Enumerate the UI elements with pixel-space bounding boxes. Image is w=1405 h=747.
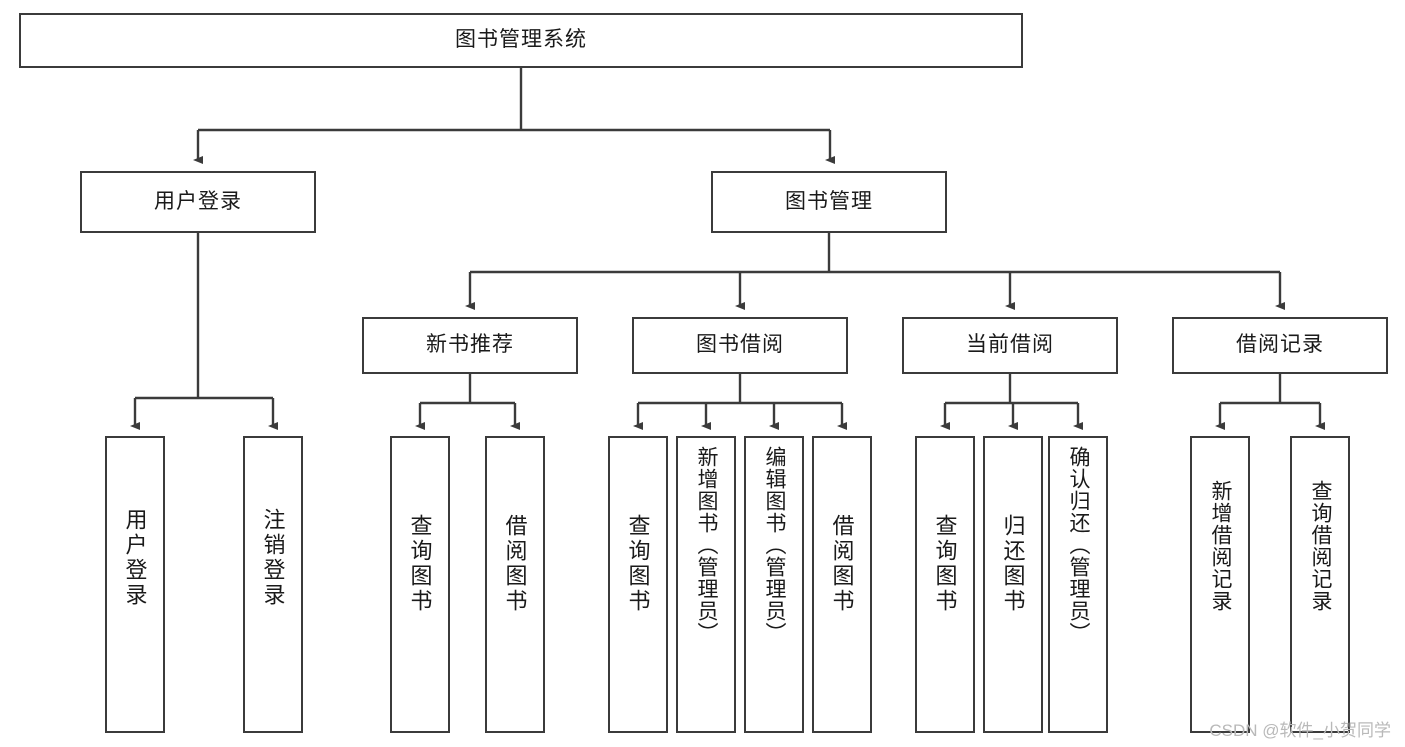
leaf-query-book-1-label: 查询图书: [407, 514, 433, 614]
node-book-borrow-label: 图书借阅: [696, 333, 784, 357]
node-new-book-recommend-label: 新书推荐: [426, 333, 514, 357]
leaf-borrow-book-2-label: 借阅图书: [829, 514, 855, 614]
node-borrow-record-label: 借阅记录: [1236, 333, 1324, 357]
node-user-login[interactable]: 用户登录: [80, 171, 316, 233]
leaf-query-book-3-label: 查询图书: [932, 514, 958, 614]
leaf-borrow-book-1-label: 借阅图书: [502, 514, 528, 614]
leaf-add-record-label: 新增借阅记录: [1209, 480, 1233, 612]
leaf-user-login-label: 用户登录: [122, 508, 148, 608]
leaf-user-login[interactable]: 用户登录: [105, 436, 165, 733]
node-book-manage[interactable]: 图书管理: [711, 171, 947, 233]
node-new-book-recommend[interactable]: 新书推荐: [362, 317, 578, 374]
leaf-query-book-2[interactable]: 查询图书: [608, 436, 668, 733]
leaf-logout-label: 注销登录: [260, 508, 286, 608]
leaf-query-record-label: 查询借阅记录: [1309, 480, 1333, 612]
node-root-label: 图书管理系统: [455, 28, 587, 52]
node-book-manage-label: 图书管理: [785, 189, 873, 213]
node-borrow-record[interactable]: 借阅记录: [1172, 317, 1388, 374]
leaf-query-book-1[interactable]: 查询图书: [390, 436, 450, 733]
leaf-add-book-label: 新增图书（管理员）: [695, 446, 719, 644]
node-book-borrow[interactable]: 图书借阅: [632, 317, 848, 374]
leaf-query-record[interactable]: 查询借阅记录: [1290, 436, 1350, 733]
leaf-query-book-3[interactable]: 查询图书: [915, 436, 975, 733]
leaf-confirm-return-label: 确认归还（管理员）: [1067, 446, 1091, 644]
node-current-borrow[interactable]: 当前借阅: [902, 317, 1118, 374]
leaf-edit-book[interactable]: 编辑图书（管理员）: [744, 436, 804, 733]
node-current-borrow-label: 当前借阅: [966, 333, 1054, 357]
leaf-borrow-book-1[interactable]: 借阅图书: [485, 436, 545, 733]
leaf-confirm-return[interactable]: 确认归还（管理员）: [1048, 436, 1108, 733]
leaf-edit-book-label: 编辑图书（管理员）: [763, 446, 787, 644]
leaf-add-record[interactable]: 新增借阅记录: [1190, 436, 1250, 733]
node-root[interactable]: 图书管理系统: [19, 13, 1023, 68]
node-user-login-label: 用户登录: [154, 189, 242, 213]
leaf-query-book-2-label: 查询图书: [625, 514, 651, 614]
leaf-return-book[interactable]: 归还图书: [983, 436, 1043, 733]
leaf-add-book[interactable]: 新增图书（管理员）: [676, 436, 736, 733]
leaf-borrow-book-2[interactable]: 借阅图书: [812, 436, 872, 733]
leaf-logout[interactable]: 注销登录: [243, 436, 303, 733]
leaf-return-book-label: 归还图书: [1000, 514, 1026, 614]
